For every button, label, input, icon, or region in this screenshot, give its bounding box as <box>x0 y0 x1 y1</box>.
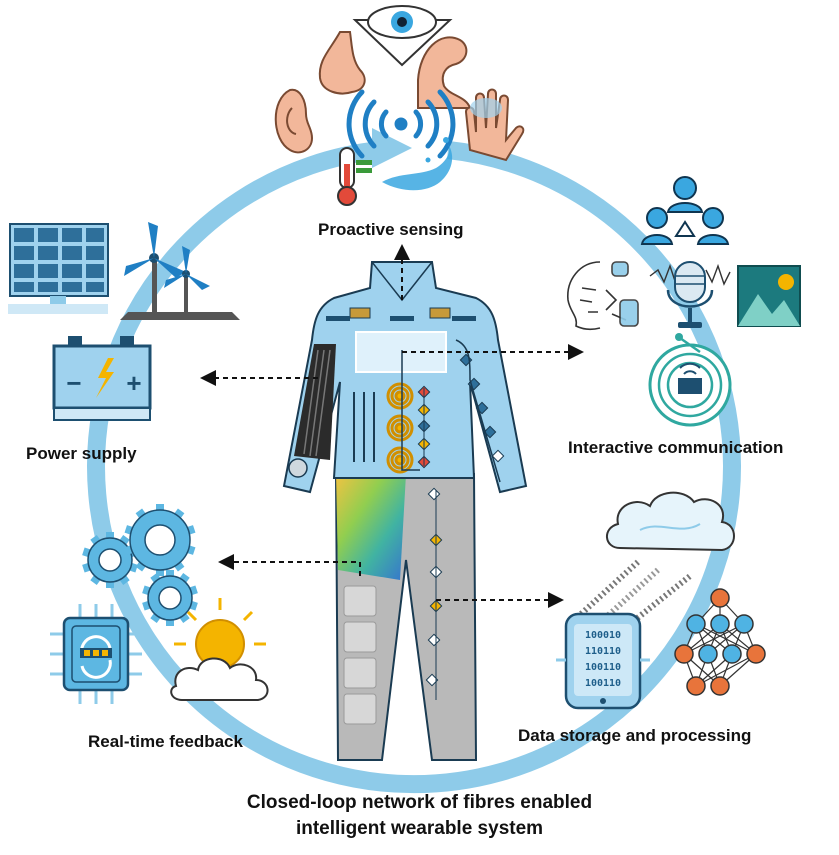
battery-plus-sign: + <box>126 368 141 398</box>
thermal-heat-panel <box>336 474 406 580</box>
binary-row-2: 110110 <box>585 646 621 657</box>
eye-icon <box>352 5 453 67</box>
nose-icon <box>318 31 366 95</box>
face-gesture-icon <box>567 261 639 331</box>
network-node <box>710 676 730 696</box>
network-node <box>686 614 706 634</box>
network-node <box>686 676 706 696</box>
caption-line-1: Closed-loop network of fibres enabled <box>246 792 593 813</box>
binary-row-1: 100010 <box>585 630 621 641</box>
thermometer-icon <box>337 147 372 206</box>
gear-icon <box>82 532 138 588</box>
gear-icon <box>82 504 198 626</box>
phone-icon: 100010 110110 100110 100110 <box>556 612 650 710</box>
wind-turbine-icon <box>120 222 240 320</box>
binary-row-3: 100110 <box>585 662 621 673</box>
label-power-supply: Power supply <box>26 444 137 463</box>
caption-line-2: intelligent wearable system <box>295 818 544 839</box>
striped-sensor-panel <box>353 392 375 462</box>
binary-row-4: 100110 <box>585 678 621 689</box>
label-interactive-communication: Interactive communication <box>568 438 784 457</box>
ear-icon <box>274 88 314 154</box>
neural-network-icon <box>674 588 766 696</box>
microphone-icon <box>649 261 731 328</box>
label-data-storage: Data storage and processing <box>518 726 752 745</box>
arm-icon <box>417 36 472 109</box>
cloud-icon <box>606 491 735 552</box>
nfc-icon <box>648 333 732 427</box>
battery-minus-sign: − <box>66 368 81 398</box>
gold-coil-array <box>386 382 414 474</box>
gear-icon <box>124 504 196 576</box>
gear-icon <box>142 570 198 626</box>
network-node <box>674 644 694 664</box>
image-icon <box>737 265 801 327</box>
hand-icon <box>464 88 525 162</box>
label-proactive-sensing: Proactive sensing <box>318 220 464 239</box>
water-splash-icon <box>382 137 453 191</box>
diamond-sensor-chain <box>417 353 505 700</box>
solar-panel-icon <box>8 223 109 314</box>
sleeve-energy-fabric <box>288 344 336 478</box>
network-node <box>710 588 730 608</box>
network-node <box>698 644 718 664</box>
sun-cloud-icon <box>170 598 269 701</box>
connection-arrows <box>200 244 584 608</box>
network-node <box>710 614 730 634</box>
chip-icon <box>50 604 142 704</box>
network-node <box>734 614 754 634</box>
label-realtime-feedback: Real-time feedback <box>88 732 243 751</box>
people-network-icon <box>640 176 730 245</box>
pants-pad-segments <box>343 585 377 725</box>
battery-icon: − + <box>52 336 152 421</box>
smart-suit <box>282 261 528 761</box>
network-node <box>746 644 766 664</box>
network-node <box>722 644 742 664</box>
wireless-icon <box>346 89 456 159</box>
